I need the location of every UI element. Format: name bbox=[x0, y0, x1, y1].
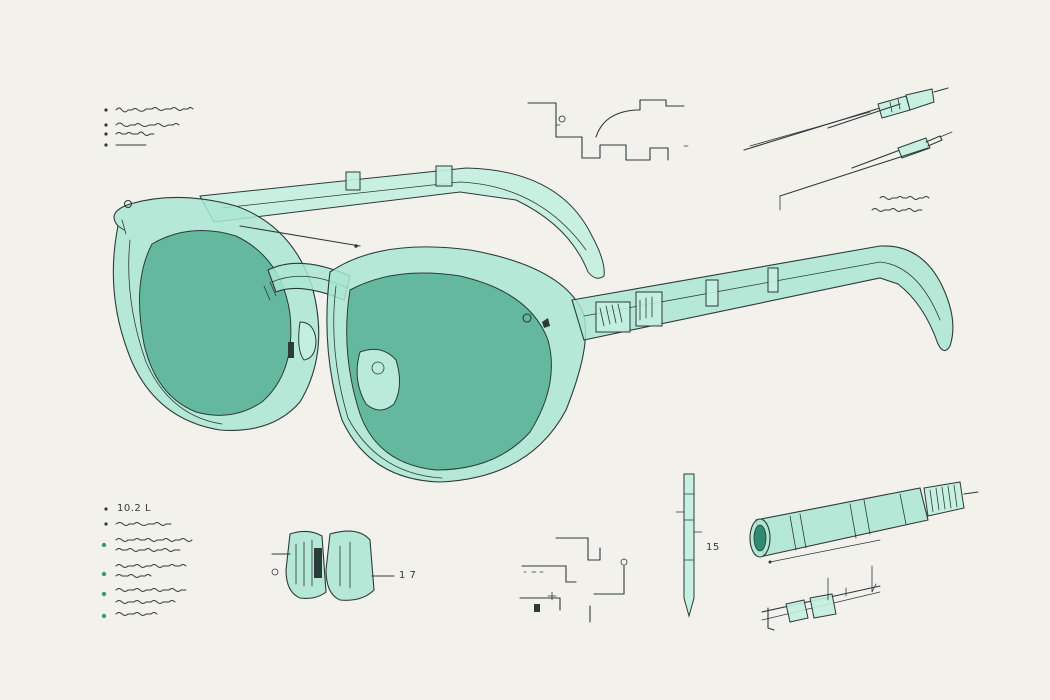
sunglasses-drawing bbox=[112, 165, 954, 483]
hinge-clip-drawing bbox=[271, 530, 395, 601]
notes-top-left bbox=[104, 107, 194, 147]
stylus-drawing bbox=[675, 473, 703, 618]
clip-callout-label: 1 7 bbox=[399, 570, 417, 581]
cylinder-module-drawing bbox=[749, 481, 979, 564]
profile-detail-drawing bbox=[527, 99, 689, 161]
screwdriver-drawing bbox=[761, 565, 881, 631]
tool-detail-top-right bbox=[743, 87, 953, 212]
schematic-detail-drawing bbox=[519, 537, 628, 623]
bottom-left-heading: 10.2 L bbox=[117, 503, 152, 514]
stylus-callout-label: 15 bbox=[706, 542, 720, 553]
notes-bottom-left bbox=[101, 507, 193, 619]
